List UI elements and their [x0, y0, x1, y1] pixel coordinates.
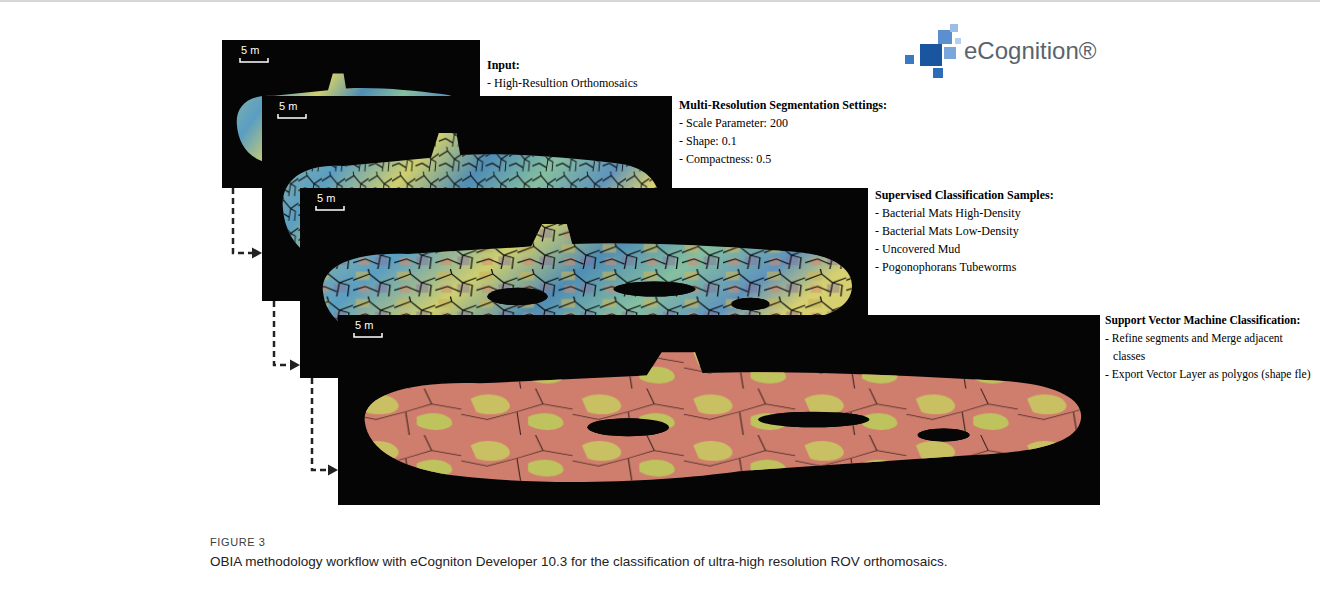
scale-label: 5 m	[279, 100, 297, 112]
scale-bar	[240, 58, 268, 62]
logo-square	[938, 30, 952, 44]
logo-square	[933, 68, 943, 78]
classification-panel: Support Vector Machine Classification:- …	[338, 315, 1100, 505]
figure-number: FIGURE 3	[210, 536, 266, 548]
samples-panel: Supervised Classification Samples:- Bact…	[300, 188, 868, 378]
scale-bar	[316, 206, 344, 210]
step-heading: Support Vector Machine Classification:	[1105, 312, 1315, 330]
step-item: - Scale Parameter: 200	[679, 114, 887, 132]
scale-bar	[278, 114, 306, 118]
dashed-line	[233, 188, 253, 253]
classified-patches	[365, 352, 1082, 482]
step-item: - Shape: 0.1	[679, 132, 887, 150]
scale-label: 5 m	[355, 319, 373, 331]
logo-square	[955, 38, 961, 44]
arrow-head	[328, 465, 338, 476]
step-item: - Bacterial Mats Low-Density	[875, 222, 1054, 240]
step-description: Support Vector Machine Classification:- …	[1105, 312, 1315, 384]
step-item: - High-Resultion Orthomosaics	[487, 74, 638, 92]
scale-label: 5 m	[241, 44, 259, 56]
step-description: Multi-Resolution Segmentation Settings:-…	[679, 96, 887, 168]
figure-caption: OBIA methodology workflow with eCogniton…	[210, 554, 948, 569]
logo-square	[944, 47, 956, 59]
logo-wordmark: eCognition®	[964, 37, 1096, 65]
dashed-line	[312, 378, 329, 470]
scale-label: 5 m	[317, 192, 335, 204]
classification-panel	[338, 315, 1100, 505]
top-rule	[0, 0, 1320, 2]
logo-square	[920, 44, 942, 66]
step-item: - Pogonophorans Tubeworms	[875, 258, 1054, 276]
step-item: - Uncovered Mud	[875, 240, 1054, 258]
arrow-head	[252, 248, 262, 259]
dashed-line	[274, 301, 291, 365]
scale-bar	[354, 333, 382, 337]
logo-square	[950, 24, 958, 32]
logo-square	[905, 55, 914, 64]
step-item: - Compactness: 0.5	[679, 150, 887, 168]
dashed-flow-arrow	[312, 378, 338, 476]
step-item: - Bacterial Mats High-Density	[875, 204, 1054, 222]
step-heading: Supervised Classification Samples:	[875, 186, 1054, 204]
input-panel: Input:- High-Resultion Orthomosaics	[222, 40, 480, 188]
dashed-flow-arrow	[233, 188, 262, 259]
step-description: Supervised Classification Samples:- Bact…	[875, 186, 1054, 276]
step-heading: Multi-Resolution Segmentation Settings:	[679, 96, 887, 114]
step-description: Input:- High-Resultion Orthomosaics	[487, 56, 638, 92]
step-item: - Export Vector Layer as polygos (shape …	[1105, 366, 1315, 384]
step-item: - Refine segments and Merge adjacent cla…	[1105, 330, 1315, 366]
dashed-flow-arrow	[274, 301, 300, 371]
classified-map	[365, 352, 1082, 482]
step-heading: Input:	[487, 56, 638, 74]
arrow-head	[290, 360, 300, 371]
